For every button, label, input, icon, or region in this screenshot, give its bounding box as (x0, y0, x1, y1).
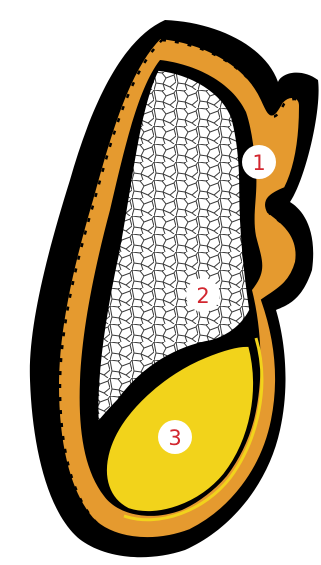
label-3-text: 3 (168, 426, 181, 450)
label-2: 2 (186, 278, 220, 312)
label-1-text: 1 (252, 151, 265, 175)
label-1: 1 (242, 145, 276, 179)
label-2-text: 2 (196, 284, 209, 308)
label-3: 3 (158, 420, 192, 454)
